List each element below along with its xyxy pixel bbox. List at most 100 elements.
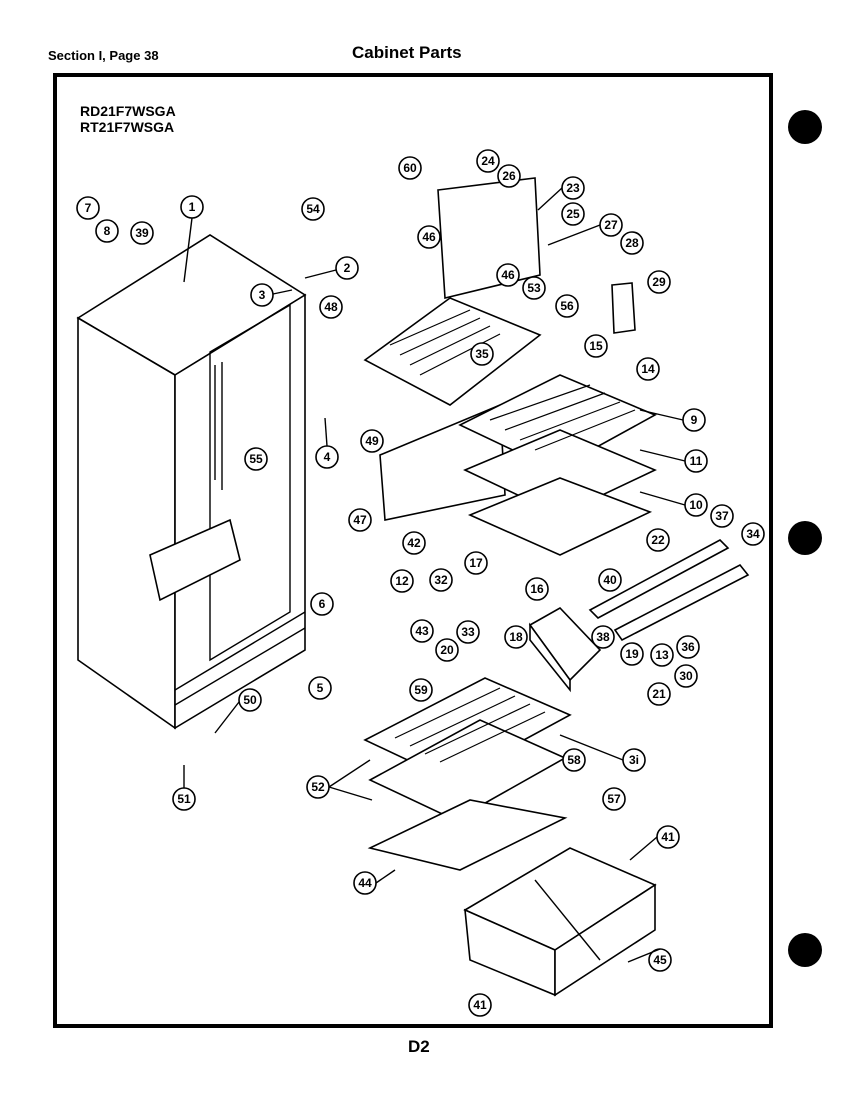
svg-text:11: 11 [690,454,703,468]
callout-55: 55 [244,447,268,471]
callout-46-lower: 46 [496,263,520,287]
svg-text:5: 5 [317,681,324,695]
callout-14: 14 [636,357,660,381]
crisper-shelves-illustration [363,677,572,871]
callout-1: 1 [180,195,204,219]
callout-25: 25 [561,202,585,226]
callout-50: 50 [238,688,262,712]
callout-39: 39 [130,221,154,245]
svg-text:3i: 3i [629,753,639,767]
callout-45: 45 [648,948,672,972]
svg-text:59: 59 [414,683,428,697]
svg-text:60: 60 [403,161,417,175]
shelf-rail-illustration [588,539,750,642]
callout-48: 48 [319,295,343,319]
svg-text:37: 37 [715,509,729,523]
callout-51: 51 [172,787,196,811]
part-callouts: 1 2 3 4 5 6 7 8 9 10 11 12 13 14 15 16 1… [76,149,765,1017]
svg-text:47: 47 [353,513,367,527]
callout-54: 54 [301,197,325,221]
svg-text:58: 58 [567,753,581,767]
svg-text:12: 12 [395,574,409,588]
svg-text:20: 20 [440,643,454,657]
callout-38: 38 [591,625,615,649]
callout-41-upper: 41 [656,825,680,849]
svg-text:3: 3 [259,288,266,302]
callout-6: 6 [310,592,334,616]
svg-text:15: 15 [589,339,603,353]
callout-8: 8 [95,219,119,243]
svg-text:7: 7 [85,201,92,215]
callout-3: 3 [250,283,274,307]
callout-17: 17 [464,551,488,575]
diagram-frame [53,73,773,1028]
callout-37: 37 [710,504,734,528]
callout-40: 40 [598,568,622,592]
svg-text:57: 57 [607,792,621,806]
svg-text:35: 35 [475,347,489,361]
callout-44: 44 [353,871,377,895]
callout-33: 33 [456,620,480,644]
svg-text:45: 45 [653,953,667,967]
binder-hole-icon [788,521,822,555]
svg-text:24: 24 [481,154,495,168]
freezer-shelf-illustration [363,177,542,521]
callout-23: 23 [561,176,585,200]
svg-text:9: 9 [691,413,698,427]
svg-text:23: 23 [566,181,580,195]
callout-18: 18 [504,625,528,649]
page-identifier: D2 [408,1037,430,1056]
svg-text:41: 41 [661,830,675,844]
svg-text:8: 8 [104,224,111,238]
vent-panel-illustration [611,282,636,334]
svg-text:2: 2 [344,261,351,275]
svg-text:25: 25 [566,207,580,221]
callout-42: 42 [402,531,426,555]
callout-22: 22 [646,528,670,552]
callout-2: 2 [335,256,359,280]
svg-text:28: 28 [625,236,639,250]
binder-hole-icon [788,933,822,967]
callout-27: 27 [599,213,623,237]
crisper-pans-illustration [463,847,657,997]
svg-text:14: 14 [641,362,655,376]
cabinet-shell-illustration [76,234,307,730]
svg-text:52: 52 [311,780,325,794]
svg-text:38: 38 [596,630,610,644]
svg-text:54: 54 [306,202,320,216]
callout-31: 3i [622,748,646,772]
callout-36: 36 [676,635,700,659]
control-box-illustration [528,606,602,693]
callout-12: 12 [390,569,414,593]
svg-text:48: 48 [324,300,338,314]
callout-52: 52 [306,775,330,799]
svg-text:19: 19 [625,647,639,661]
svg-text:27: 27 [604,218,618,232]
callout-19: 19 [620,642,644,666]
svg-text:18: 18 [509,630,523,644]
callout-21: 21 [647,682,671,706]
callout-32: 32 [429,568,453,592]
callout-24: 24 [476,149,500,173]
svg-text:4: 4 [324,450,331,464]
svg-text:56: 56 [560,299,574,313]
svg-text:10: 10 [689,498,703,512]
svg-text:13: 13 [655,648,669,662]
svg-text:30: 30 [679,669,693,683]
svg-text:55: 55 [249,452,263,466]
svg-text:33: 33 [461,625,475,639]
svg-text:46: 46 [501,268,515,282]
svg-text:43: 43 [415,624,429,638]
callout-29: 29 [647,270,671,294]
callout-57: 57 [602,787,626,811]
svg-text:53: 53 [527,281,541,295]
callout-47: 47 [348,508,372,532]
svg-text:22: 22 [651,533,665,547]
callout-26: 26 [497,164,521,188]
page-title: Cabinet Parts [352,43,462,62]
callout-4: 4 [315,445,339,469]
leader-lines [183,187,686,963]
callout-11: 11 [684,449,708,473]
svg-text:21: 21 [652,687,666,701]
